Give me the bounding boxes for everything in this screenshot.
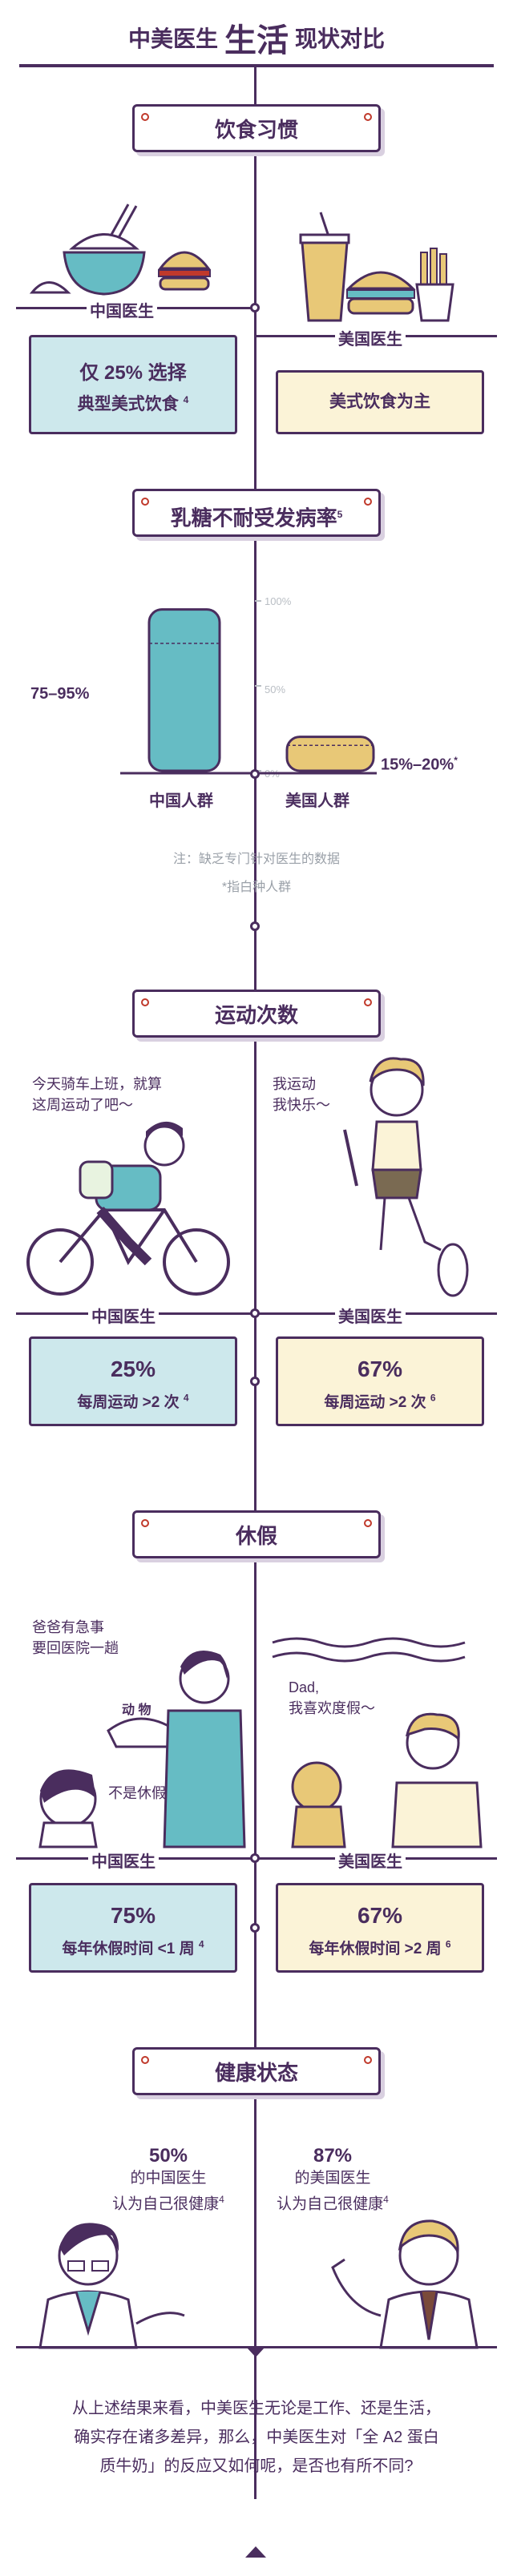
header: 中美医生生活现状对比 bbox=[0, 0, 513, 72]
title-underline bbox=[19, 64, 494, 67]
timeline-axis bbox=[254, 67, 256, 2499]
us-vacation-box: 67% 每年休假时间 >2 周 6 bbox=[276, 1883, 484, 1973]
cn-food-illustration bbox=[29, 204, 212, 296]
tick-50: 50% bbox=[265, 683, 286, 695]
us-label-diet: 美国医生 bbox=[335, 326, 406, 349]
arrow-down-icon bbox=[247, 2348, 265, 2357]
section-title-health: 健康状态 bbox=[132, 2047, 381, 2095]
cn-group-label: 中国人群 bbox=[146, 788, 216, 811]
cn-exercise-box: 25% 每周运动 >2 次 4 bbox=[29, 1336, 237, 1426]
tick-100: 100% bbox=[265, 595, 292, 607]
left-value-label: 75–95% bbox=[30, 685, 90, 703]
cn-doctor-illustration bbox=[38, 2223, 185, 2349]
cn-vacation-speech: 爸爸有急事要回医院一趟 bbox=[32, 1619, 119, 1656]
us-vacation-speech: Dad,我喜欢度假～ bbox=[289, 1679, 375, 1716]
cn-vacation-illustration bbox=[38, 1651, 246, 1848]
cn-exercise-speech: 今天骑车上班，就算这周运动了吧～ bbox=[32, 1076, 162, 1113]
section-title-lactose: 乳糖不耐受发病率5 bbox=[132, 489, 381, 537]
cn-vacation-box: 75% 每年休假时间 <1 周 4 bbox=[29, 1883, 237, 1973]
bar-cn bbox=[147, 608, 221, 772]
us-label-vacation: 美国医生 bbox=[335, 1848, 406, 1872]
arrow-up-icon bbox=[245, 2546, 266, 2558]
note-1: 注：缺乏专门针对医生的数据 bbox=[172, 853, 340, 866]
section-title-vacation: 休假 bbox=[132, 1510, 381, 1558]
us-diet-box: 美式饮食为主 bbox=[276, 370, 484, 434]
us-vacation-illustration bbox=[272, 1637, 483, 1848]
section-title-exercise: 运动次数 bbox=[132, 990, 381, 1038]
cn-label-vacation: 中国医生 bbox=[88, 1848, 159, 1872]
conclusion-text: 从上述结果来看，中美医生无论是工作、还是生活， 确实存在诸多差异，那么，中美医生… bbox=[72, 2400, 441, 2475]
cn-diet-box: 仅 25% 选择 典型美式饮食 4 bbox=[29, 335, 237, 434]
runner-illustration bbox=[343, 1057, 469, 1297]
note-2: *指白种人群 bbox=[221, 881, 292, 894]
cn-health-stat: 50% 的中国医生 认为自己很健康4 bbox=[112, 2145, 224, 2213]
page-title: 中美医生生活现状对比 bbox=[127, 23, 386, 58]
us-exercise-speech: 我运动我快乐～ bbox=[273, 1076, 330, 1113]
us-exercise-box: 67% 每周运动 >2 次 6 bbox=[276, 1336, 484, 1426]
us-doctor-illustration bbox=[331, 2219, 479, 2349]
lactose-chart bbox=[120, 600, 377, 775]
us-group-label: 美国人群 bbox=[282, 788, 353, 811]
right-value-label: 15%–20%* bbox=[381, 755, 458, 774]
cyclist-illustration bbox=[26, 1121, 230, 1296]
cn-label-exercise: 中国医生 bbox=[88, 1304, 159, 1327]
cn-label-diet: 中国医生 bbox=[87, 298, 157, 321]
zoo-sign: 动 物 bbox=[122, 1703, 151, 1717]
us-label-exercise: 美国医生 bbox=[335, 1304, 406, 1327]
us-food-illustration bbox=[299, 212, 454, 322]
bar-us bbox=[285, 736, 375, 772]
section-title-diet: 饮食习惯 bbox=[132, 104, 381, 152]
us-health-stat: 87% 的美国医生 认为自己很健康4 bbox=[277, 2145, 389, 2213]
